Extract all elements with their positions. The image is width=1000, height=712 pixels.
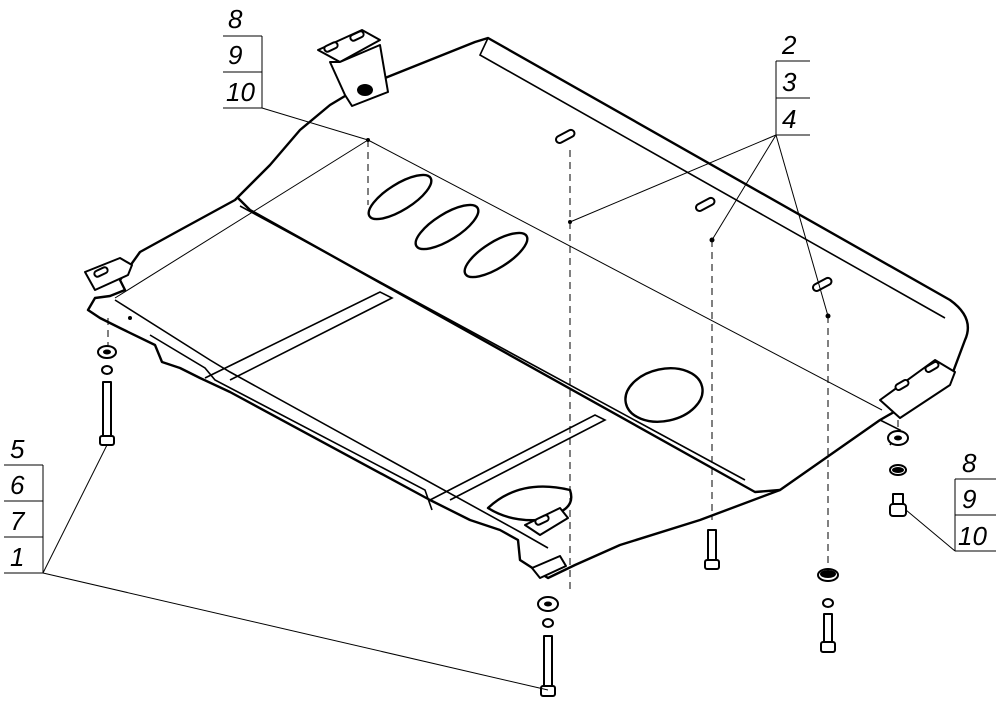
vent-slot-3 (463, 231, 529, 279)
callout-label: 8 (228, 4, 243, 34)
drain-hole (624, 367, 704, 423)
bolt-middle-shank (707, 529, 717, 563)
bolt-right-head (820, 641, 836, 653)
callout-label: 2 (781, 30, 797, 60)
bend-line-front (237, 197, 781, 494)
callout-label: 8 (962, 448, 977, 478)
top-bracket-flange (317, 29, 381, 63)
bolt-front-shank (543, 635, 553, 689)
leader-lines (42, 107, 956, 691)
left-bracket-slot (93, 266, 109, 278)
bolt-left-head (99, 435, 115, 446)
fasteners (97, 345, 909, 697)
callout-label: 5 (10, 434, 25, 464)
right-bracket (879, 359, 956, 419)
rear-edge-ridge (478, 37, 946, 319)
bolt-middle-head (704, 559, 720, 570)
skid-plate-outline (86, 36, 970, 580)
vent-slot-2 (414, 203, 480, 251)
top-bracket-slot-1 (323, 41, 339, 53)
callout-label: 3 (782, 67, 797, 97)
lockwasher-front (542, 618, 554, 628)
bolt-right-shank (823, 613, 833, 645)
left-bracket (84, 257, 133, 291)
assembly-axes (107, 140, 899, 590)
vent-slot-1 (367, 173, 433, 221)
callout-label: 9 (228, 40, 242, 70)
lockwasher-left (101, 365, 113, 375)
top-bracket-nut (357, 84, 373, 96)
callout-bottom-left: 5 6 7 1 (4, 434, 44, 574)
front-bracket-slot (534, 514, 550, 526)
bend-line-inner (239, 205, 746, 481)
top-bracket-body (329, 44, 389, 107)
callout-top-left: 8 9 10 (223, 4, 263, 109)
lockwasher-right (822, 598, 834, 608)
plate-openings (128, 128, 833, 522)
callout-label: 4 (782, 104, 796, 134)
callout-label: 7 (10, 506, 26, 536)
callout-label: 9 (962, 484, 976, 514)
rib-left (204, 291, 394, 381)
mount-slot-b (694, 196, 716, 212)
right-bracket-slot-1 (894, 379, 910, 391)
right-bracket-slot-2 (924, 361, 940, 373)
bolt-far-right-head (889, 503, 907, 517)
mount-slot-a (554, 128, 576, 144)
front-lip-lower (149, 334, 433, 511)
callout-label: 10 (958, 521, 987, 551)
bolt-hole-front-left (128, 316, 132, 320)
bolt-left-shank (102, 381, 112, 438)
front-clip (531, 555, 567, 579)
callout-label: 6 (10, 470, 25, 500)
callout-bottom-right: 8 9 10 (954, 448, 996, 552)
mounting-brackets (84, 29, 956, 579)
top-bracket-slot-2 (349, 30, 365, 42)
mount-slot-c (811, 276, 833, 292)
front-lip-upper (114, 299, 549, 549)
callout-top-right: 2 3 4 (775, 30, 810, 136)
callout-label: 1 (10, 542, 24, 572)
skid-plate (86, 36, 970, 580)
rib-right (429, 414, 607, 501)
bolt-front-head (540, 685, 556, 697)
callout-label: 10 (226, 77, 255, 107)
